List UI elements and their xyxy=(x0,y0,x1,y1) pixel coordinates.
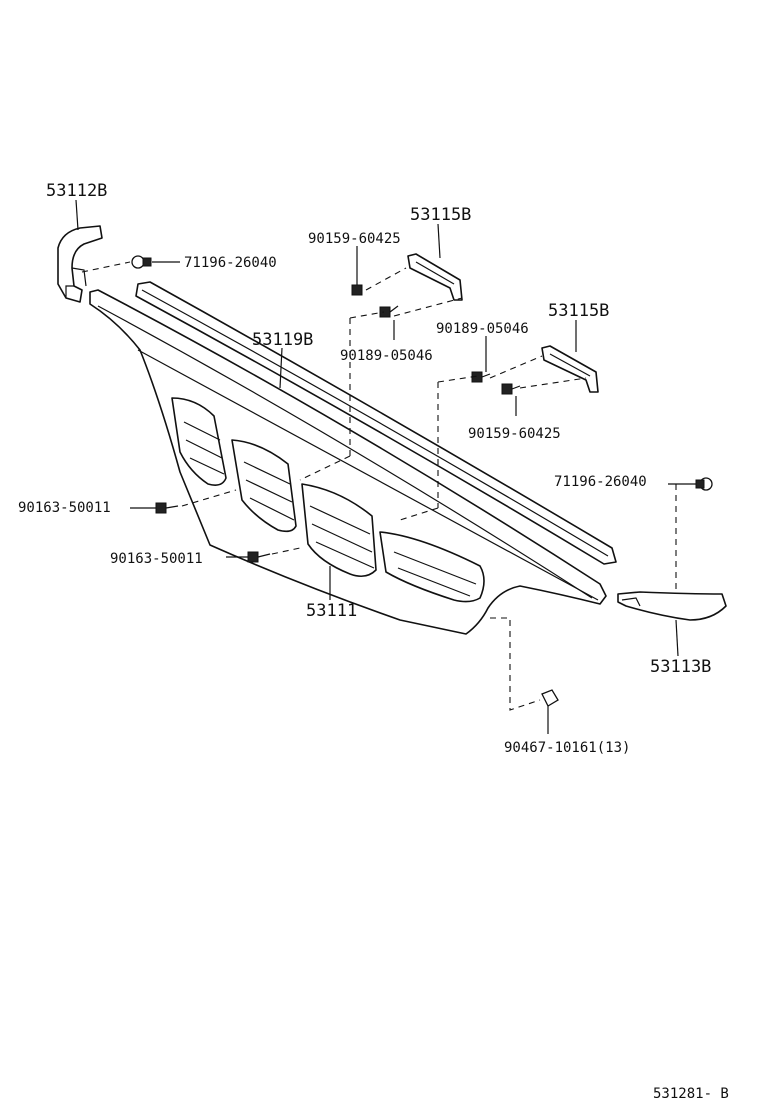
clip-71196-26040-right-icon xyxy=(695,477,713,491)
bracket-53115B-right xyxy=(541,345,599,393)
label-53115B-right: 53115B xyxy=(548,301,609,321)
label-90163-50011-lower: 90163-50011 xyxy=(110,551,203,567)
label-53113B: 53113B xyxy=(650,657,711,677)
label-71196-26040-left: 71196-26040 xyxy=(184,255,277,271)
label-90159-60425-upper: 90159-60425 xyxy=(308,231,401,247)
screw-90189-05046-left-icon xyxy=(379,305,399,318)
label-90159-60425-lower: 90159-60425 xyxy=(468,426,561,442)
label-53111: 53111 xyxy=(306,601,357,621)
right-end-cap-53113B xyxy=(617,591,727,621)
label-53112B: 53112B xyxy=(46,181,107,201)
assembly-lines xyxy=(81,261,692,711)
grille-53111 xyxy=(89,289,607,635)
screw-90163-50011-upper-icon xyxy=(155,502,179,514)
left-end-cap-53112B xyxy=(57,225,103,303)
label-90163-50011-upper: 90163-50011 xyxy=(18,500,111,516)
label-90467-10161: 90467-10161(13) xyxy=(504,740,630,756)
label-71196-26040-right: 71196-26040 xyxy=(554,474,647,490)
label-90189-05046-left: 90189-05046 xyxy=(340,348,433,364)
screw-90159-60425-lower-icon xyxy=(501,383,521,395)
bracket-53115B-upper xyxy=(407,253,463,301)
screw-90159-60425-upper-icon xyxy=(351,276,363,296)
label-90189-05046-right: 90189-05046 xyxy=(436,321,529,337)
label-53119B: 53119B xyxy=(252,330,313,350)
clip-71196-26040-left-icon xyxy=(131,255,152,269)
label-53115B-upper: 53115B xyxy=(410,205,471,225)
leader-lines xyxy=(75,199,696,734)
reference-code: 531281- B xyxy=(653,1086,729,1102)
clip-90467-10161-icon xyxy=(541,689,559,712)
